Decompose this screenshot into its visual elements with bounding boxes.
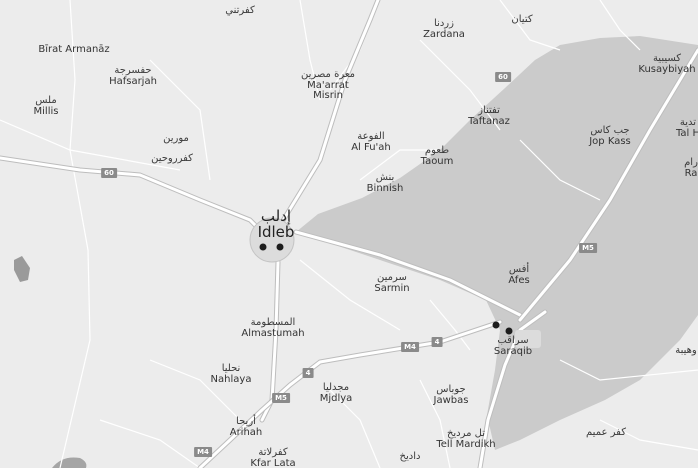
road-shield-m4-south[interactable]: M4 — [194, 447, 212, 457]
place-taftanaz[interactable]: تفتناز Taftanaz — [468, 105, 510, 127]
place-almastumah[interactable]: المسطومة Almastumah — [241, 317, 305, 339]
road-shield-60-west[interactable]: 60 — [101, 168, 117, 178]
place-arihah[interactable]: أريحا Arihah — [229, 416, 263, 438]
place-jop-kass[interactable]: جب كاس Jop Kass — [589, 125, 631, 147]
place-nahlaya[interactable]: نحليا Nahlaya — [210, 363, 252, 385]
place-zardana[interactable]: زردنا Zardana — [423, 18, 465, 40]
place-tal-h[interactable]: تدية Tal H — [675, 117, 698, 139]
map-marker-saraqib-west[interactable] — [492, 321, 500, 329]
road-shield-4-saraqib[interactable]: 4 — [431, 337, 443, 347]
place-mjdlya[interactable]: مجدليا Mjdlya — [319, 382, 353, 404]
place-jawbas[interactable]: جوباس Jawbas — [433, 384, 469, 406]
place-dadikh[interactable]: داديخ — [399, 451, 421, 462]
place-kafrini[interactable]: كفرتني — [225, 5, 255, 16]
place-maarrat-misrin[interactable]: معرة مصرين Ma'arrat Misrin — [300, 69, 356, 101]
place-afes[interactable]: أفس Afes — [508, 264, 530, 286]
place-tell-mardikh[interactable]: تل مرديخ Tell Mardikh — [436, 428, 496, 450]
saraqib-city-area — [515, 330, 541, 348]
road-shield-60-north[interactable]: 60 — [495, 72, 511, 82]
place-saraqib[interactable]: سراقب Saraqib — [493, 335, 533, 357]
place-wahiba[interactable]: وهيبة — [675, 345, 697, 356]
road-shield-4-mid[interactable]: 4 — [302, 368, 314, 378]
map-marker-idleb-east[interactable] — [276, 243, 284, 251]
place-kafr-amim[interactable]: كفر عميم — [586, 427, 626, 438]
place-murin[interactable]: مورين — [163, 133, 189, 144]
place-kitian[interactable]: كتيان — [511, 14, 533, 25]
road-shield-m5-south[interactable]: M5 — [272, 393, 290, 403]
lake-shape — [14, 256, 30, 282]
shaded-region — [296, 36, 698, 450]
road-shield-m5-east[interactable]: M5 — [579, 243, 597, 253]
place-kusaybiyah[interactable]: كسيبية Kusaybiyah — [638, 53, 696, 75]
place-taoum[interactable]: طعوم Taoum — [420, 145, 454, 167]
road-shield-m4-saraqib[interactable]: M4 — [401, 342, 419, 352]
place-kafr-lata[interactable]: كفرلاتة Kfar Lata — [250, 447, 296, 468]
place-idleb[interactable]: إدلب Idleb — [257, 207, 295, 241]
place-birat-armanaz[interactable]: Bīrat Armanāz — [38, 44, 110, 55]
place-al-fuah[interactable]: الفوعة Al Fu'ah — [351, 131, 391, 153]
place-hafsarjah[interactable]: حفسرجة Hafsarjah — [109, 65, 157, 87]
place-kafr-ruhin[interactable]: كفرروحين — [151, 153, 193, 164]
place-sarmin[interactable]: سرمين Sarmin — [374, 272, 410, 294]
map-marker-idleb-west[interactable] — [259, 243, 267, 251]
place-millis[interactable]: ملس Millis — [33, 95, 59, 117]
place-binnish[interactable]: بنش Binnish — [366, 172, 404, 194]
place-ra[interactable]: رام Ra — [684, 157, 698, 179]
map-marker-saraqib-east[interactable] — [505, 327, 513, 335]
idleb-city-area — [249, 217, 295, 263]
